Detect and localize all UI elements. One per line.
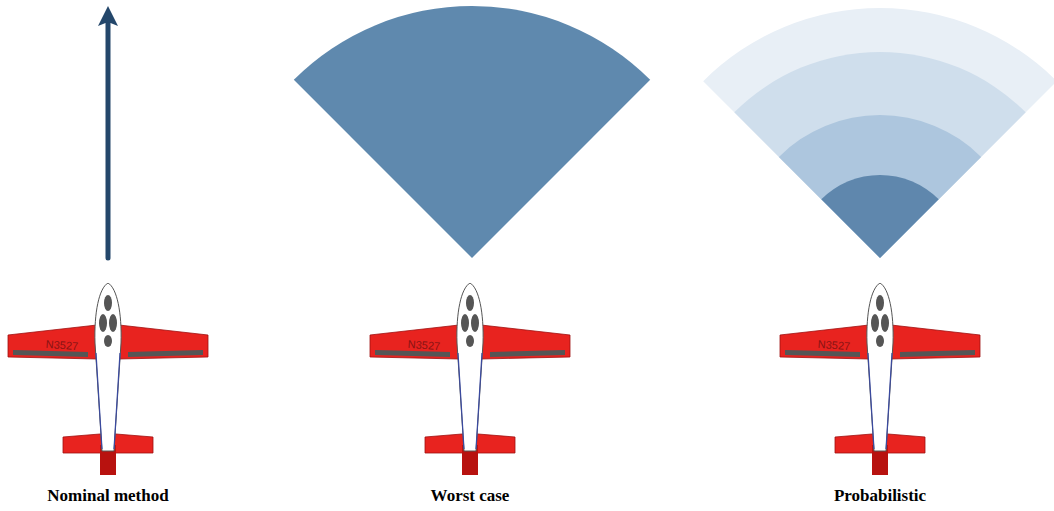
tail-number: N3527 [817,338,850,352]
tail-number: N3527 [407,338,440,352]
airplane [8,283,208,475]
arrow-head [98,6,118,26]
nominal-arrow [106,18,111,258]
worst-case-sector [294,6,650,258]
tail-number: N3527 [45,338,78,352]
airplane [370,283,570,475]
method-caption: Nominal method [47,486,168,506]
probabilistic-sectors [703,8,1054,258]
airplane [780,283,980,475]
method-caption: Probabilistic [834,486,926,506]
method-caption: Worst case [431,486,510,506]
